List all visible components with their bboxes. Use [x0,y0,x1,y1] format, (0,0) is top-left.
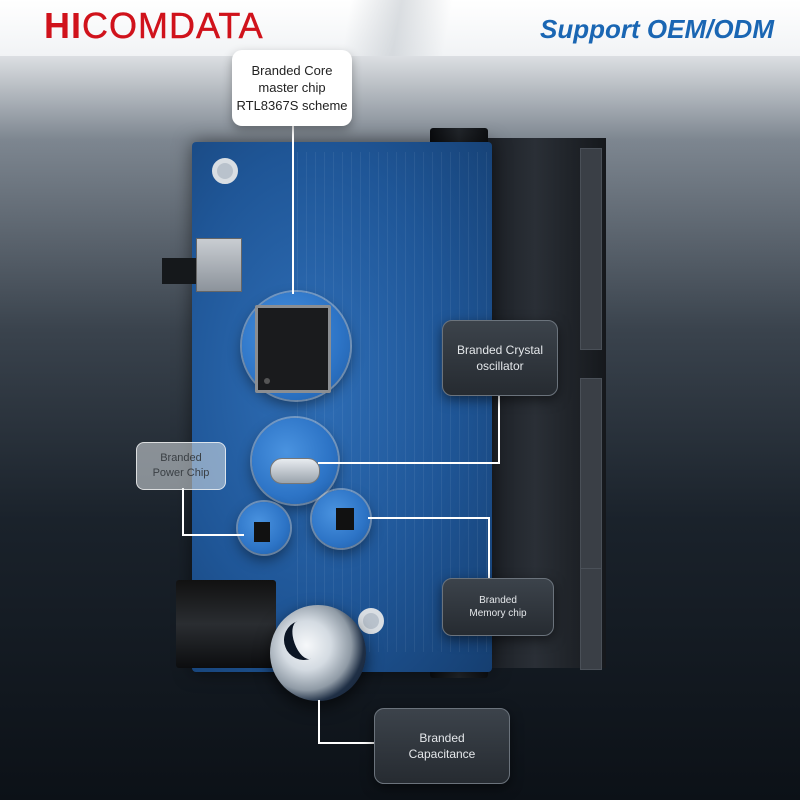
callout-memory-chip: Branded Memory chip [442,578,554,636]
power-chip [254,522,270,542]
leader-line [368,517,490,519]
leader-line [488,517,490,580]
mounting-hole [212,158,238,184]
callout-core-chip: Branded Core master chip RTL8367S scheme [232,50,352,126]
callout-capacitance: Branded Capacitance [374,708,510,784]
crystal-oscillator [270,458,320,484]
leader-line [182,534,244,536]
leader-line [292,124,294,294]
core-master-chip [255,305,331,393]
callout-crystal: Branded Crystal oscillator [442,320,558,396]
leader-line [318,700,320,744]
header-fold-decoration [300,0,460,56]
header-bar: HICOMDATA Support OEM/ODM [0,0,800,56]
leader-line [498,396,500,464]
mounting-hole [358,608,384,634]
slide-switch [196,238,242,292]
callout-power-chip: Branded Power Chip [136,442,226,490]
oem-tagline: Support OEM/ODM [540,14,774,44]
memory-chip [336,508,354,530]
brand-logo: HICOMDATA [44,5,264,46]
leader-line [318,462,500,464]
leader-line [182,488,184,536]
switch-lever [162,258,198,284]
dc-power-jack [176,580,276,668]
leader-line [318,742,376,744]
electrolytic-capacitor [270,605,366,701]
